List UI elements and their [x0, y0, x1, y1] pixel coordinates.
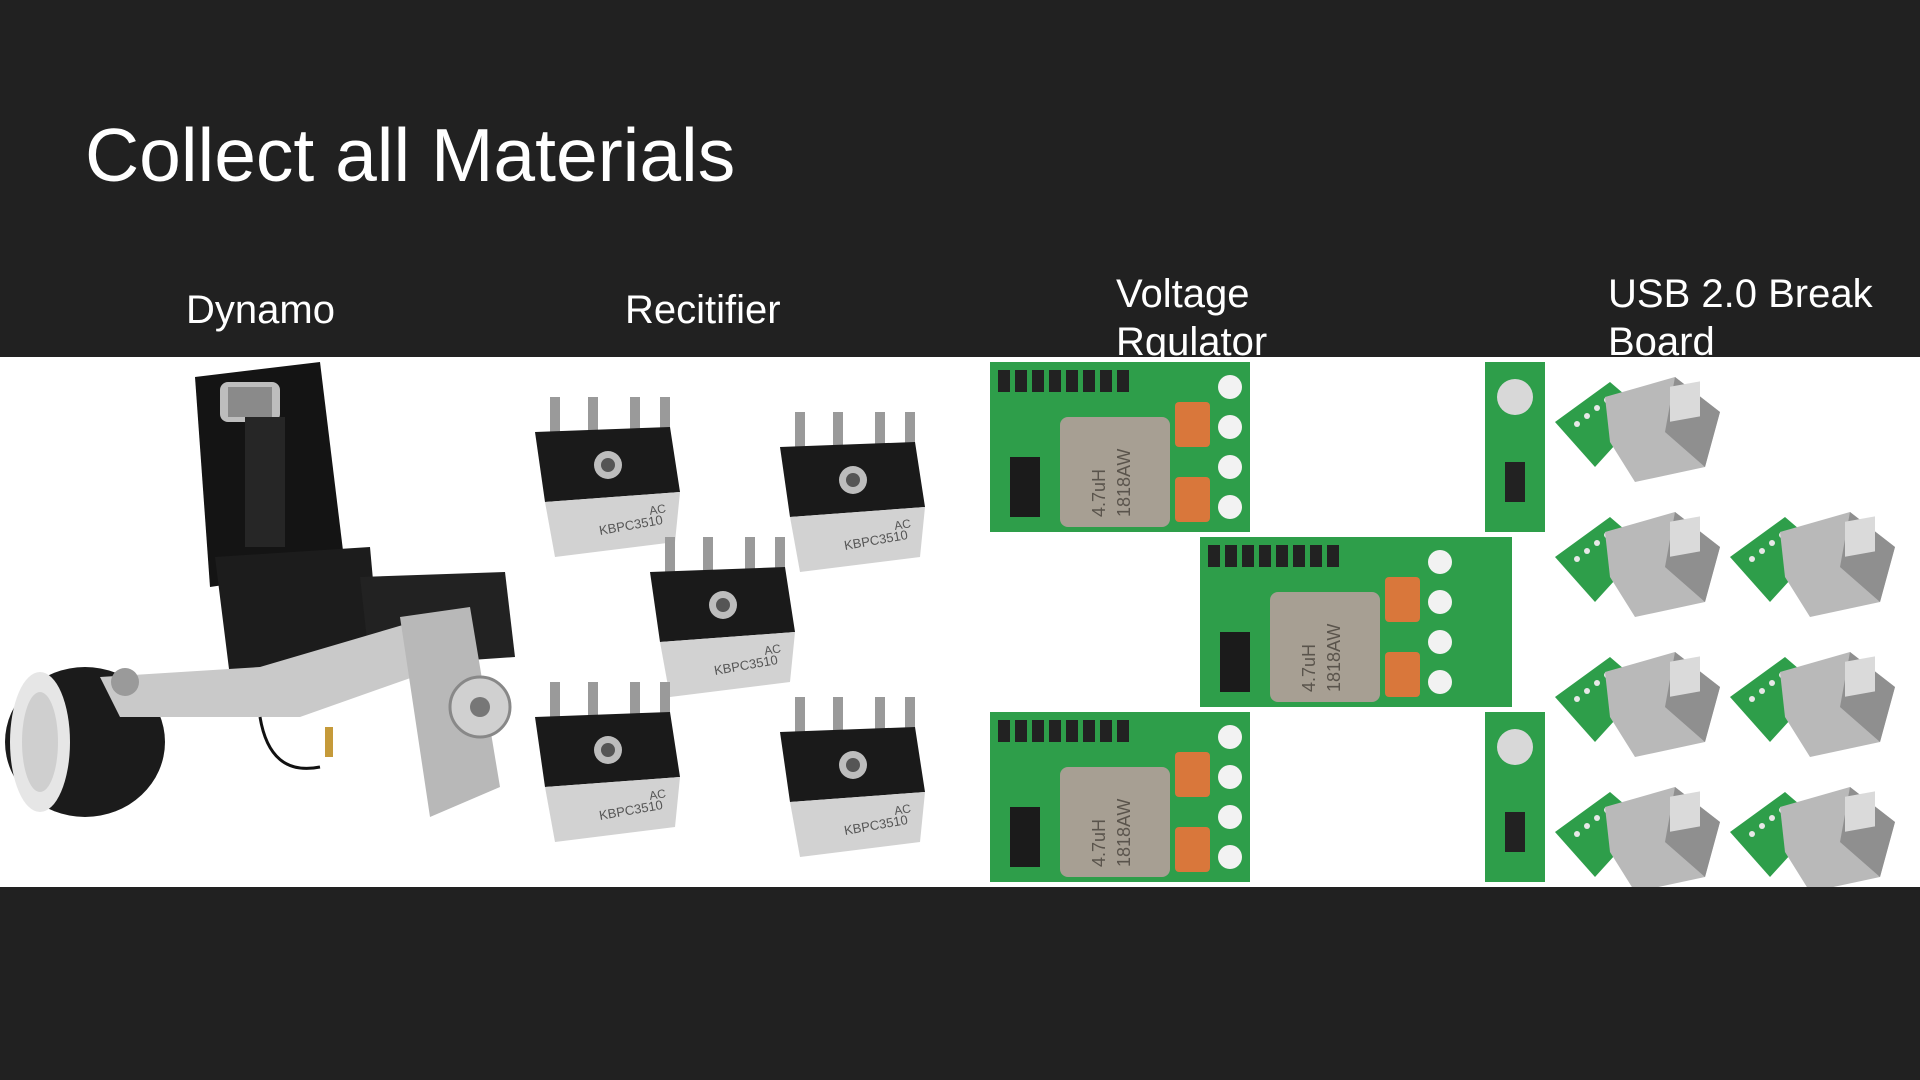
svg-text:1818AW: 1818AW: [1324, 624, 1344, 692]
svg-text:AC: AC: [648, 786, 667, 803]
svg-text:1818AW: 1818AW: [1114, 449, 1134, 517]
usb-breakout-board: [1730, 652, 1895, 757]
regulator-board-partial: [1485, 712, 1545, 882]
slide-title: Collect all Materials: [85, 113, 736, 197]
usb-breakout-board: [1730, 787, 1895, 887]
usb-breakout-board: [1555, 652, 1720, 757]
svg-text:1818AW: 1818AW: [1114, 799, 1134, 867]
usb-breakout-board: [1555, 512, 1720, 617]
rectifier-label: Recitifier: [625, 288, 781, 332]
usb-breakout-label: USB 2.0 Break Board: [1608, 272, 1873, 364]
svg-text:AC: AC: [893, 801, 912, 818]
svg-text:4.7uH: 4.7uH: [1089, 819, 1109, 867]
usb-breakout-image: [1545, 357, 1920, 887]
usb-breakout-board: [1555, 377, 1720, 482]
usb-breakout-board: [1555, 787, 1720, 887]
voltage-regulator-label: Voltage Rgulator: [1116, 272, 1268, 364]
dynamo-label: Dynamo: [186, 288, 335, 332]
svg-text:AC: AC: [648, 501, 667, 518]
dynamo-image: [0, 357, 530, 887]
svg-text:AC: AC: [763, 641, 782, 658]
regulator-board-partial: [1485, 362, 1545, 532]
svg-text:4.7uH: 4.7uH: [1299, 644, 1319, 692]
svg-text:AC: AC: [893, 516, 912, 533]
usb-breakout-board: [1730, 512, 1895, 617]
svg-text:4.7uH: 4.7uH: [1089, 469, 1109, 517]
